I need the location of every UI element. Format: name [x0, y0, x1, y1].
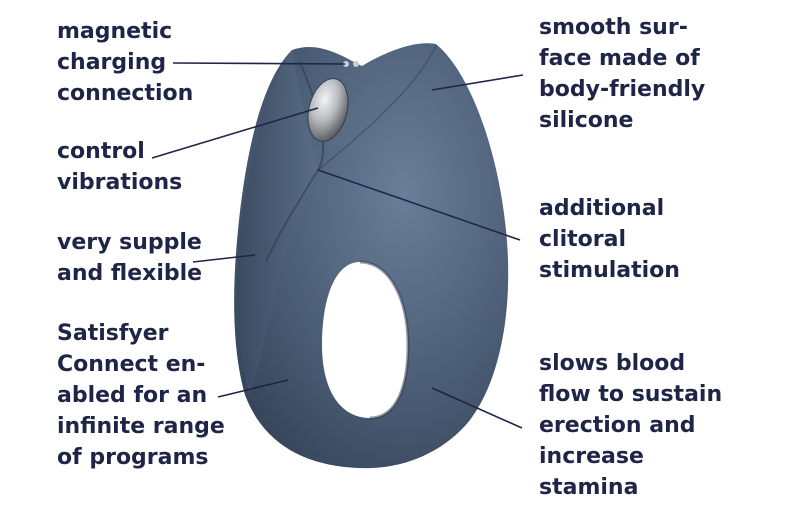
- leader-line-connect: [217, 379, 289, 398]
- label-line: Satisfyer: [57, 321, 169, 346]
- label-line: infinite range: [57, 414, 225, 439]
- ring-hole-rim: [359, 260, 410, 420]
- label-slows-blood-flow: slows blood flow to sustain erection and…: [539, 348, 722, 503]
- leader-line-blood: [431, 387, 523, 429]
- label-line: charging: [57, 50, 167, 75]
- label-line: very supple: [57, 230, 202, 255]
- label-line: vibrations: [57, 170, 183, 195]
- label-line: smooth sur-: [539, 15, 688, 40]
- ring-left-panel: [236, 50, 318, 395]
- label-line: additional: [539, 196, 665, 221]
- label-line: magnetic: [57, 19, 173, 44]
- label-satisfyer-connect: Satisfyer Connect en- abled for an infin…: [57, 318, 225, 473]
- label-magnetic-charging: magnetic charging connection: [57, 16, 193, 109]
- label-line: connection: [57, 81, 194, 106]
- leader-line-smooth: [431, 74, 524, 91]
- vibration-button-icon: [307, 78, 349, 142]
- label-line: body-friendly: [539, 77, 706, 102]
- label-line: face made of: [539, 46, 700, 71]
- label-line: Connect en-: [57, 352, 206, 377]
- ridge-line-2: [317, 45, 437, 171]
- label-line: stamina: [539, 475, 639, 500]
- label-supple-flexible: very supple and flexible: [57, 227, 202, 289]
- label-line: control: [57, 139, 145, 164]
- label-line: silicone: [539, 108, 634, 133]
- label-line: slows blood: [539, 351, 686, 376]
- leader-line-clitoral: [317, 169, 521, 241]
- label-smooth-surface: smooth sur- face made of body-friendly s…: [539, 12, 705, 136]
- label-control-vibrations: control vibrations: [57, 136, 182, 198]
- leader-line-magnetic: [172, 62, 346, 65]
- label-line: abled for an: [57, 383, 208, 408]
- label-line: and flexible: [57, 261, 203, 286]
- label-line: stimulation: [539, 258, 680, 283]
- ring-hole: [322, 262, 408, 418]
- label-line: increase: [539, 444, 644, 469]
- label-line: erection and: [539, 413, 696, 438]
- leader-line-control: [151, 107, 319, 159]
- label-line: flow to sustain: [539, 382, 723, 407]
- label-line: clitoral: [539, 227, 626, 252]
- charging-contact-icon: [343, 61, 349, 67]
- label-clitoral-stimulation: additional clitoral stimulation: [539, 193, 680, 286]
- leader-line-supple: [192, 254, 256, 263]
- label-line: of programs: [57, 445, 209, 470]
- charging-contact-icon: [353, 61, 359, 67]
